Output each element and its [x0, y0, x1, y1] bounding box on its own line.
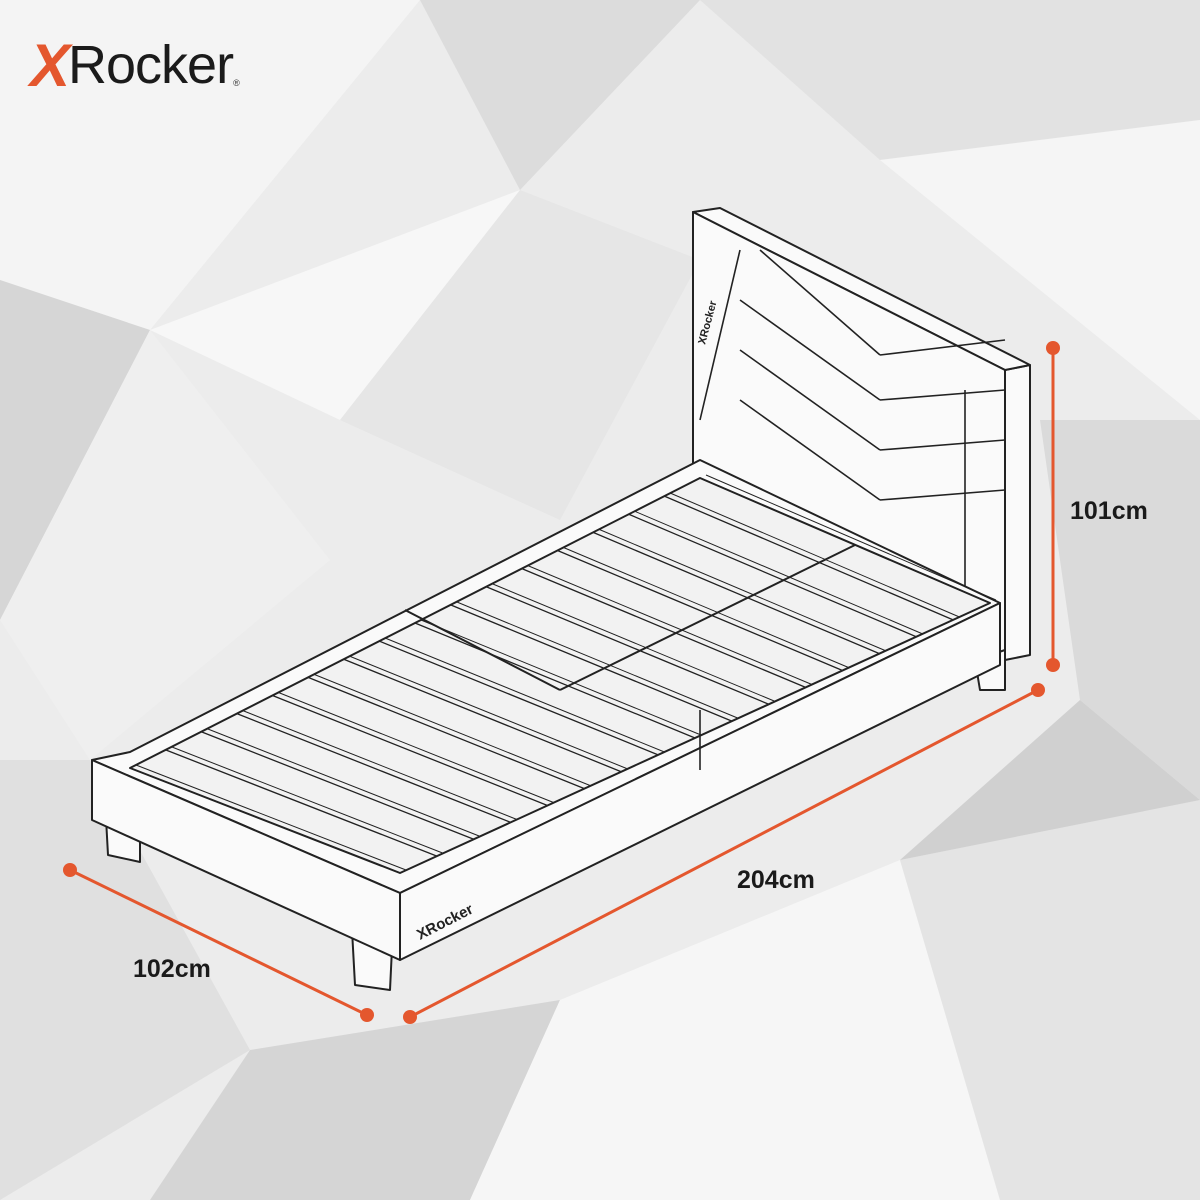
- bed-slat: [592, 531, 880, 655]
- bed-slat: [379, 640, 659, 756]
- dimension-endpoint: [63, 863, 77, 877]
- bed-slat: [129, 767, 401, 874]
- bed-slat-edge: [313, 673, 591, 787]
- bed-slat-edge: [456, 601, 739, 719]
- background-facet: [0, 280, 150, 620]
- headboard-panel-line: [879, 439, 1006, 451]
- background-facet: [340, 190, 700, 520]
- bed-slat-edge: [171, 746, 444, 854]
- bed-slat: [236, 713, 511, 823]
- logo-word: Rocker: [68, 35, 234, 95]
- headboard-panel-line: [739, 399, 881, 501]
- background-facet: [150, 1000, 560, 1200]
- center-support-beam: [404, 609, 561, 691]
- width-label: 102cm: [133, 955, 211, 983]
- bed-slat: [165, 749, 438, 857]
- headboard-panel-line: [879, 389, 1006, 401]
- bed-slat: [557, 549, 843, 672]
- bed-slat: [521, 568, 806, 688]
- headboard-panel-line: [739, 299, 881, 401]
- background-facet: [0, 760, 250, 1200]
- bed-slat: [699, 477, 991, 604]
- headboard-panel-line: [879, 489, 1006, 501]
- dimension-endpoint: [403, 1010, 417, 1024]
- bed-slat: [664, 495, 954, 621]
- xrocker-logo: X Rocker ®: [30, 30, 240, 100]
- headboard-panel-line: [739, 349, 881, 451]
- background-facet: [1040, 420, 1200, 800]
- bed-slat: [486, 586, 769, 705]
- bed-slat-edge: [527, 565, 812, 685]
- background-facet: [470, 860, 1000, 1200]
- background-facet: [900, 700, 1200, 860]
- registered-mark: ®: [233, 78, 240, 88]
- bed-slat-edge: [242, 710, 517, 820]
- headboard-side: [1004, 364, 1031, 661]
- background-facet: [420, 0, 700, 190]
- bed-slat-edge: [492, 583, 775, 702]
- bed-slat: [201, 731, 474, 840]
- bed-slat-edge: [670, 492, 960, 618]
- width-dimension-line: [69, 868, 368, 1017]
- bed-slat-edge: [563, 547, 849, 668]
- bed-slat: [414, 622, 696, 739]
- background-facet: [0, 330, 330, 760]
- background-facet: [700, 0, 1200, 160]
- bed-slat: [343, 658, 622, 773]
- headboard-panel-line: [759, 249, 881, 356]
- bed-slat-edge: [420, 619, 702, 736]
- bed-slat-edge: [349, 655, 628, 770]
- bed-slat-edge: [705, 474, 997, 601]
- logo-x-mark: X: [30, 31, 70, 99]
- bed-slat-edge: [207, 728, 480, 837]
- bed-slat-edge: [598, 528, 886, 652]
- bed-slat: [307, 676, 585, 790]
- bed-slat-edge: [135, 764, 407, 871]
- background-facet: [900, 800, 1200, 1200]
- headboard-panel-line: [699, 249, 741, 421]
- length-dimension-line: [409, 688, 1039, 1019]
- dimension-endpoint: [1046, 658, 1060, 672]
- dimension-endpoint: [1046, 341, 1060, 355]
- background-facet: [880, 120, 1200, 420]
- bed-slat: [450, 604, 733, 722]
- side-rail: [399, 602, 1001, 961]
- bed-slat-edge: [278, 692, 554, 803]
- center-support-beam: [559, 544, 856, 691]
- bed-slat-edge: [634, 510, 923, 635]
- background-facet: [150, 190, 520, 420]
- headboard-panel-line: [879, 339, 1006, 356]
- bed-slat: [628, 513, 917, 638]
- height-label: 101cm: [1070, 497, 1148, 525]
- background-facet: [0, 0, 420, 330]
- dimension-endpoint: [360, 1008, 374, 1022]
- dimension-endpoint: [1031, 683, 1045, 697]
- length-label: 204cm: [737, 866, 815, 894]
- bed-slat-edge: [385, 637, 665, 753]
- bed-slat: [272, 694, 548, 807]
